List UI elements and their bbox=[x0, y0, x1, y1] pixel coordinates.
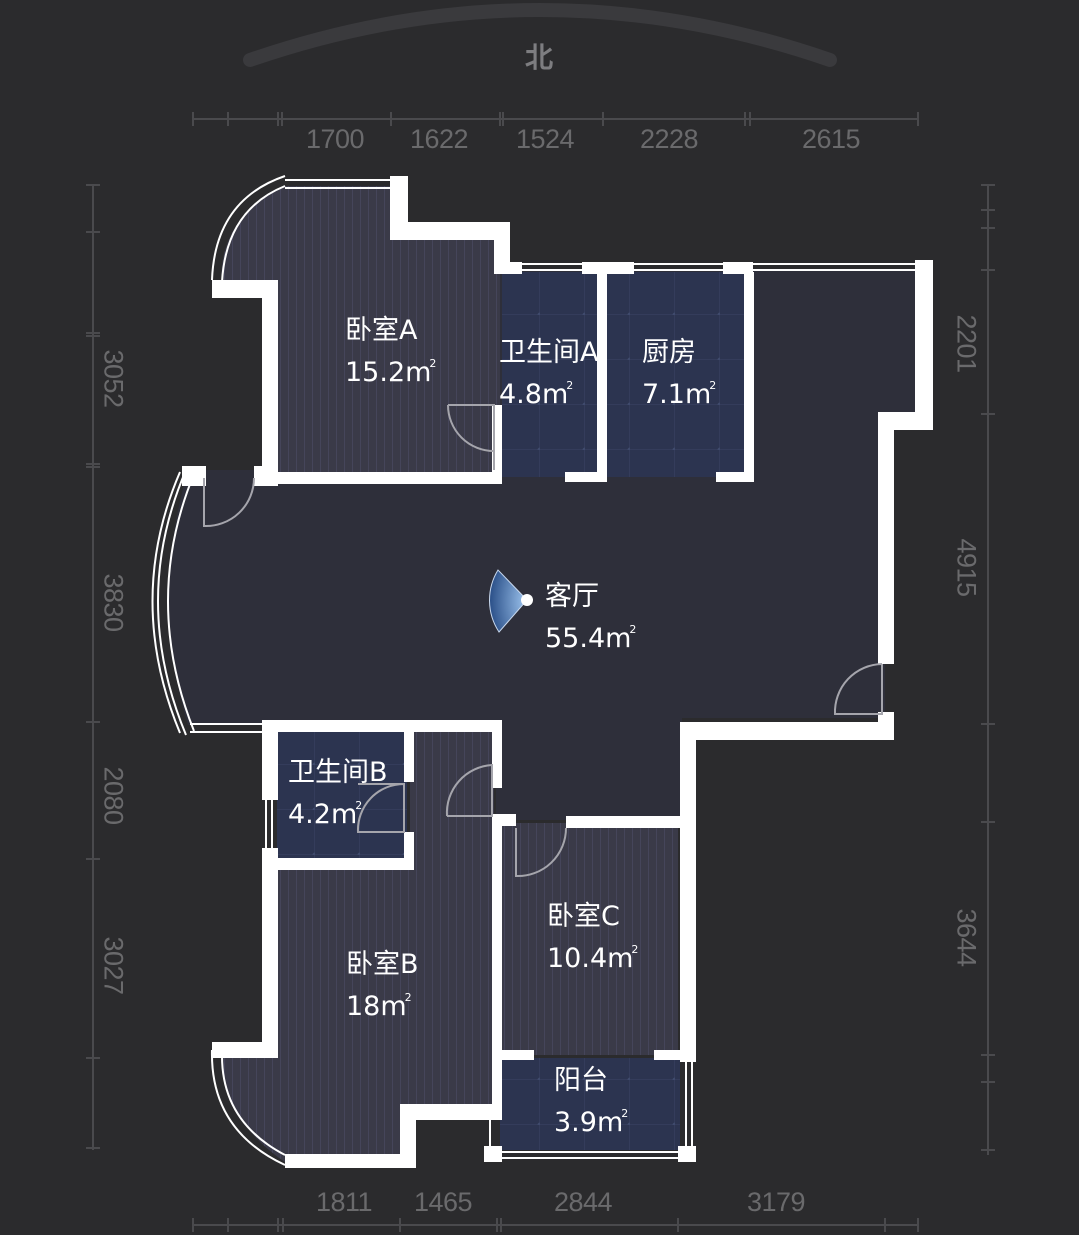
compass-arc bbox=[243, 3, 837, 67]
dimension-line-left bbox=[86, 184, 100, 1150]
dim-right-1: 2201 bbox=[951, 314, 982, 373]
dim-bottom-4: 3179 bbox=[747, 1187, 806, 1217]
room-name: 厨房 bbox=[642, 337, 696, 368]
room-name: 客厅 bbox=[545, 581, 599, 612]
room-label-balcony[interactable]: 阳台 3.9m2 bbox=[554, 1060, 628, 1144]
bedroom-a-floor bbox=[221, 186, 500, 475]
dimension-line-bottom bbox=[192, 1218, 919, 1232]
room-label-living-room[interactable]: 客厅 55.4m2 bbox=[545, 576, 636, 660]
room-name: 卧室B bbox=[346, 949, 419, 980]
dim-top-2: 1622 bbox=[410, 124, 469, 154]
dim-right-3: 3644 bbox=[951, 908, 982, 967]
bedroom-b-floor bbox=[222, 730, 494, 1162]
dim-bottom-2: 1465 bbox=[414, 1187, 473, 1217]
room-area: 3.9m2 bbox=[554, 1106, 629, 1138]
dim-bottom-3: 2844 bbox=[554, 1187, 613, 1217]
room-name: 卧室C bbox=[547, 901, 620, 932]
room-label-bedroom-a[interactable]: 卧室A 15.2m2 bbox=[345, 310, 436, 394]
room-name: 阳台 bbox=[554, 1065, 608, 1096]
dim-top-4: 2228 bbox=[640, 124, 699, 154]
dim-left-4: 3027 bbox=[98, 936, 129, 995]
bathroom-a-floor bbox=[502, 272, 597, 477]
room-label-bathroom-a[interactable]: 卫生间A 4.8m2 bbox=[499, 332, 598, 416]
room-name: 卧室A bbox=[345, 315, 418, 346]
dim-top-1: 1700 bbox=[306, 124, 365, 154]
bedroom-c-floor bbox=[501, 823, 678, 1055]
room-area: 55.4m2 bbox=[545, 622, 637, 654]
room-area: 10.4m2 bbox=[547, 942, 639, 974]
walls bbox=[182, 176, 933, 1168]
viewpoint-marker bbox=[489, 569, 533, 633]
room-area: 18m2 bbox=[346, 990, 412, 1022]
dim-top-3: 1524 bbox=[516, 124, 575, 154]
bathroom-b-floor bbox=[277, 731, 407, 859]
dim-right-2: 4915 bbox=[951, 538, 982, 597]
balcony-floor bbox=[500, 1058, 680, 1150]
north-label: 北 bbox=[525, 41, 554, 74]
dimension-line-top bbox=[192, 112, 919, 126]
room-area: 4.2m2 bbox=[288, 798, 363, 830]
room-label-bedroom-c[interactable]: 卧室C 10.4m2 bbox=[547, 896, 638, 980]
dim-left-1: 3052 bbox=[98, 349, 129, 408]
dim-bottom-1: 1811 bbox=[316, 1187, 373, 1217]
dim-left-2: 3830 bbox=[98, 573, 129, 632]
room-area: 4.8m2 bbox=[499, 378, 574, 410]
room-label-kitchen[interactable]: 厨房 7.1m2 bbox=[642, 332, 716, 416]
room-name: 卫生间A bbox=[499, 337, 599, 368]
room-area: 15.2m2 bbox=[345, 356, 437, 388]
dim-left-3: 2080 bbox=[98, 766, 129, 825]
windows bbox=[151, 175, 915, 1166]
room-label-bedroom-b[interactable]: 卧室B 18m2 bbox=[346, 944, 419, 1028]
room-area: 7.1m2 bbox=[642, 378, 717, 410]
dim-top-5: 2615 bbox=[802, 124, 861, 154]
kitchen-floor bbox=[606, 272, 746, 477]
doors bbox=[203, 404, 883, 878]
dimension-line-right bbox=[981, 184, 995, 1155]
room-label-bathroom-b[interactable]: 卫生间B 4.2m2 bbox=[288, 752, 388, 836]
room-name: 卫生间B bbox=[288, 757, 388, 788]
